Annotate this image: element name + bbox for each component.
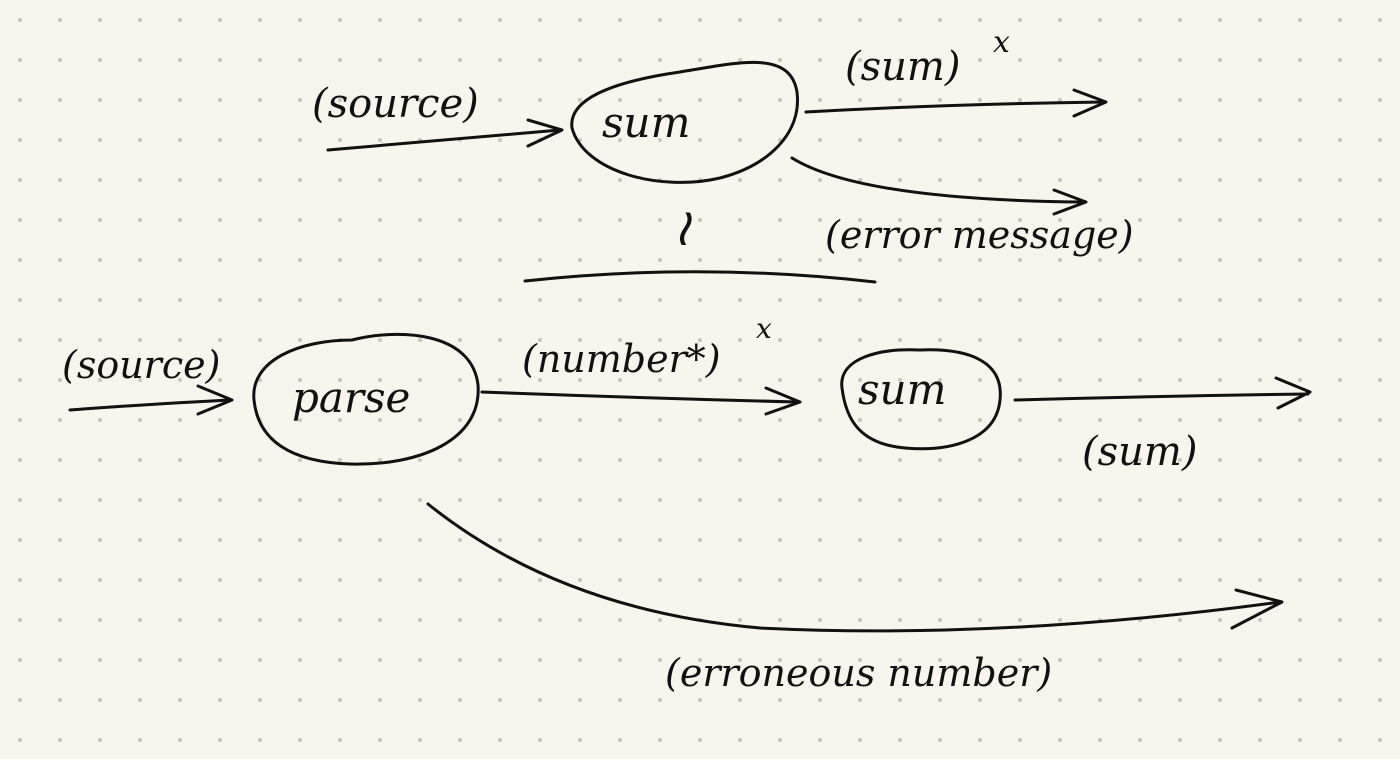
top-output-superscript: x <box>993 25 1010 60</box>
middle-superscript: x <box>756 312 772 345</box>
bottom-error-arrowhead <box>1230 588 1284 630</box>
bottom-input-arrowhead <box>196 384 234 416</box>
bottom-sum-node-label: sum <box>858 365 946 414</box>
parse-node <box>252 332 480 466</box>
top-input-arrow <box>326 128 562 152</box>
top-output-label: (sum) <box>845 44 960 90</box>
top-diagram: (source) sum (sum) x (error message) <box>312 25 1134 257</box>
bottom-output-label: (sum) <box>1082 429 1197 475</box>
bottom-output-arrowhead <box>1274 376 1312 410</box>
bottom-error-label: (erroneous number) <box>665 651 1052 695</box>
top-sum-node-label: sum <box>602 98 690 147</box>
top-error-arrowhead <box>1052 188 1088 216</box>
parse-node-label: parse <box>292 373 410 422</box>
top-error-arrow <box>790 156 1086 204</box>
transform-marker: ≀ <box>672 198 692 258</box>
middle-arrow <box>480 390 800 404</box>
top-error-label: (error message) <box>825 213 1134 257</box>
bottom-diagram: (source) parse (number*) x sum (sum) (er… <box>62 312 1312 695</box>
top-input-arrowhead <box>526 118 564 148</box>
bottom-error-arrow <box>426 502 1282 633</box>
top-sum-node <box>570 60 799 184</box>
bottom-input-label: (source) <box>62 343 220 387</box>
separator-line <box>523 270 877 284</box>
top-input-label: (source) <box>312 81 479 127</box>
bottom-output-arrow <box>1013 392 1310 402</box>
top-output-arrowhead <box>1072 88 1108 118</box>
bottom-sum-node <box>840 348 1002 451</box>
middle-label: (number*) <box>522 337 721 381</box>
bottom-input-arrow <box>68 398 232 412</box>
top-output-arrow <box>804 100 1106 114</box>
middle-arrowhead <box>764 386 802 416</box>
